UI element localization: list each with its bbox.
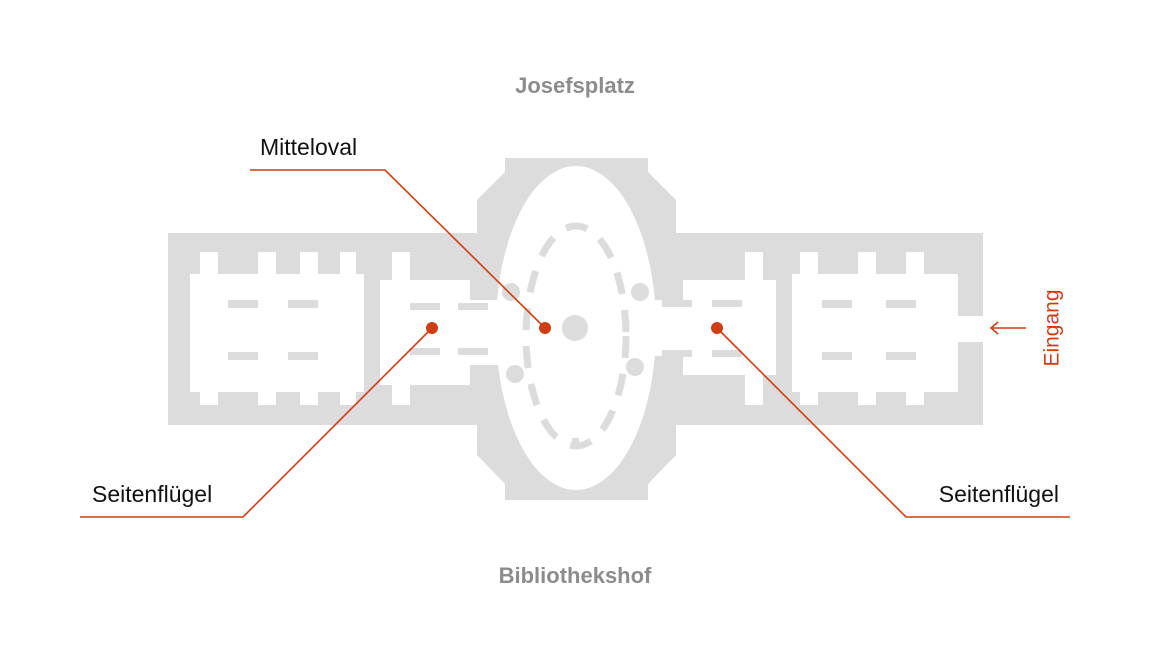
- shelf-dash: [662, 300, 692, 307]
- left-wing-label: Seitenflügel: [92, 481, 213, 507]
- shelf-dash: [822, 300, 852, 308]
- leader-line-right: [716, 327, 1070, 518]
- shelf-dash: [410, 303, 440, 310]
- shelf-dash: [662, 350, 692, 357]
- shelf-dash: [458, 303, 488, 310]
- shelf-dash: [410, 348, 440, 355]
- building-floor: [190, 166, 983, 490]
- column: [506, 365, 524, 383]
- shelf-dash: [886, 300, 916, 308]
- column: [502, 283, 520, 301]
- marker-dot-right: [711, 322, 723, 334]
- shelf-dash: [288, 352, 318, 360]
- left-inner-hall: [380, 252, 505, 405]
- leader-lines: [80, 169, 1070, 518]
- shelf-dash: [712, 300, 742, 307]
- center-oval-label: Mitteloval: [260, 134, 358, 160]
- south-street-label: Bibliothekshof: [498, 563, 652, 588]
- interior-details: [228, 222, 916, 450]
- marker-dots: [426, 322, 723, 334]
- shelf-dash: [822, 352, 852, 360]
- column: [631, 283, 649, 301]
- entrance-label: Eingang: [1040, 289, 1064, 367]
- shelf-dash: [228, 352, 258, 360]
- shelf-dash: [228, 300, 258, 308]
- shelf-dash: [288, 300, 318, 308]
- marker-dot-center: [539, 322, 551, 334]
- arrow-left-icon: [989, 321, 1026, 335]
- right-inner-hall: [683, 252, 776, 405]
- shelf-dash: [458, 348, 488, 355]
- right-wing-label: Seitenflügel: [938, 481, 1059, 507]
- column-base: [572, 438, 579, 445]
- right-connector: [655, 300, 683, 356]
- shelf-dash: [886, 352, 916, 360]
- center-column: [562, 315, 588, 341]
- right-wing-hall: [792, 252, 983, 405]
- marker-dot-left: [426, 322, 438, 334]
- inner-bookcase-ring: [522, 222, 630, 450]
- shelf-dash: [712, 350, 742, 357]
- north-street-label: Josefsplatz: [515, 73, 635, 98]
- leader-line-left: [80, 327, 433, 518]
- leader-line-center: [250, 169, 546, 329]
- left-wing-hall: [190, 252, 364, 405]
- column: [626, 358, 644, 376]
